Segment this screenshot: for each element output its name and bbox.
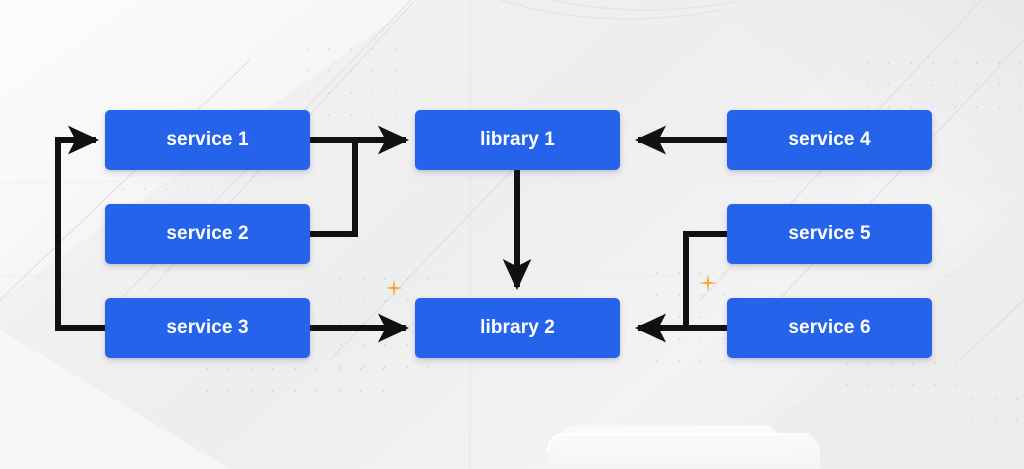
node-label: library 1 [480,129,555,150]
node-label: service 4 [788,129,871,150]
node-label: service 1 [166,129,249,150]
node-service-1[interactable]: service 1 [105,110,310,170]
node-service-6[interactable]: service 6 [727,298,932,358]
edge-service-3-to-service-1 [55,125,105,331]
node-library-1[interactable]: library 1 [415,110,620,170]
edge-service-2-to-library-1 [310,140,358,237]
node-label: service 5 [788,223,871,244]
node-label: service 6 [788,317,871,338]
node-service-2[interactable]: service 2 [105,204,310,264]
node-service-4[interactable]: service 4 [727,110,932,170]
node-service-3[interactable]: service 3 [105,298,310,358]
node-label: service 2 [166,223,249,244]
node-library-2[interactable]: library 2 [415,298,620,358]
node-label: library 2 [480,317,555,338]
node-service-5[interactable]: service 5 [727,204,932,264]
node-label: service 3 [166,317,249,338]
edge-service-5-to-library-2 [683,231,727,328]
